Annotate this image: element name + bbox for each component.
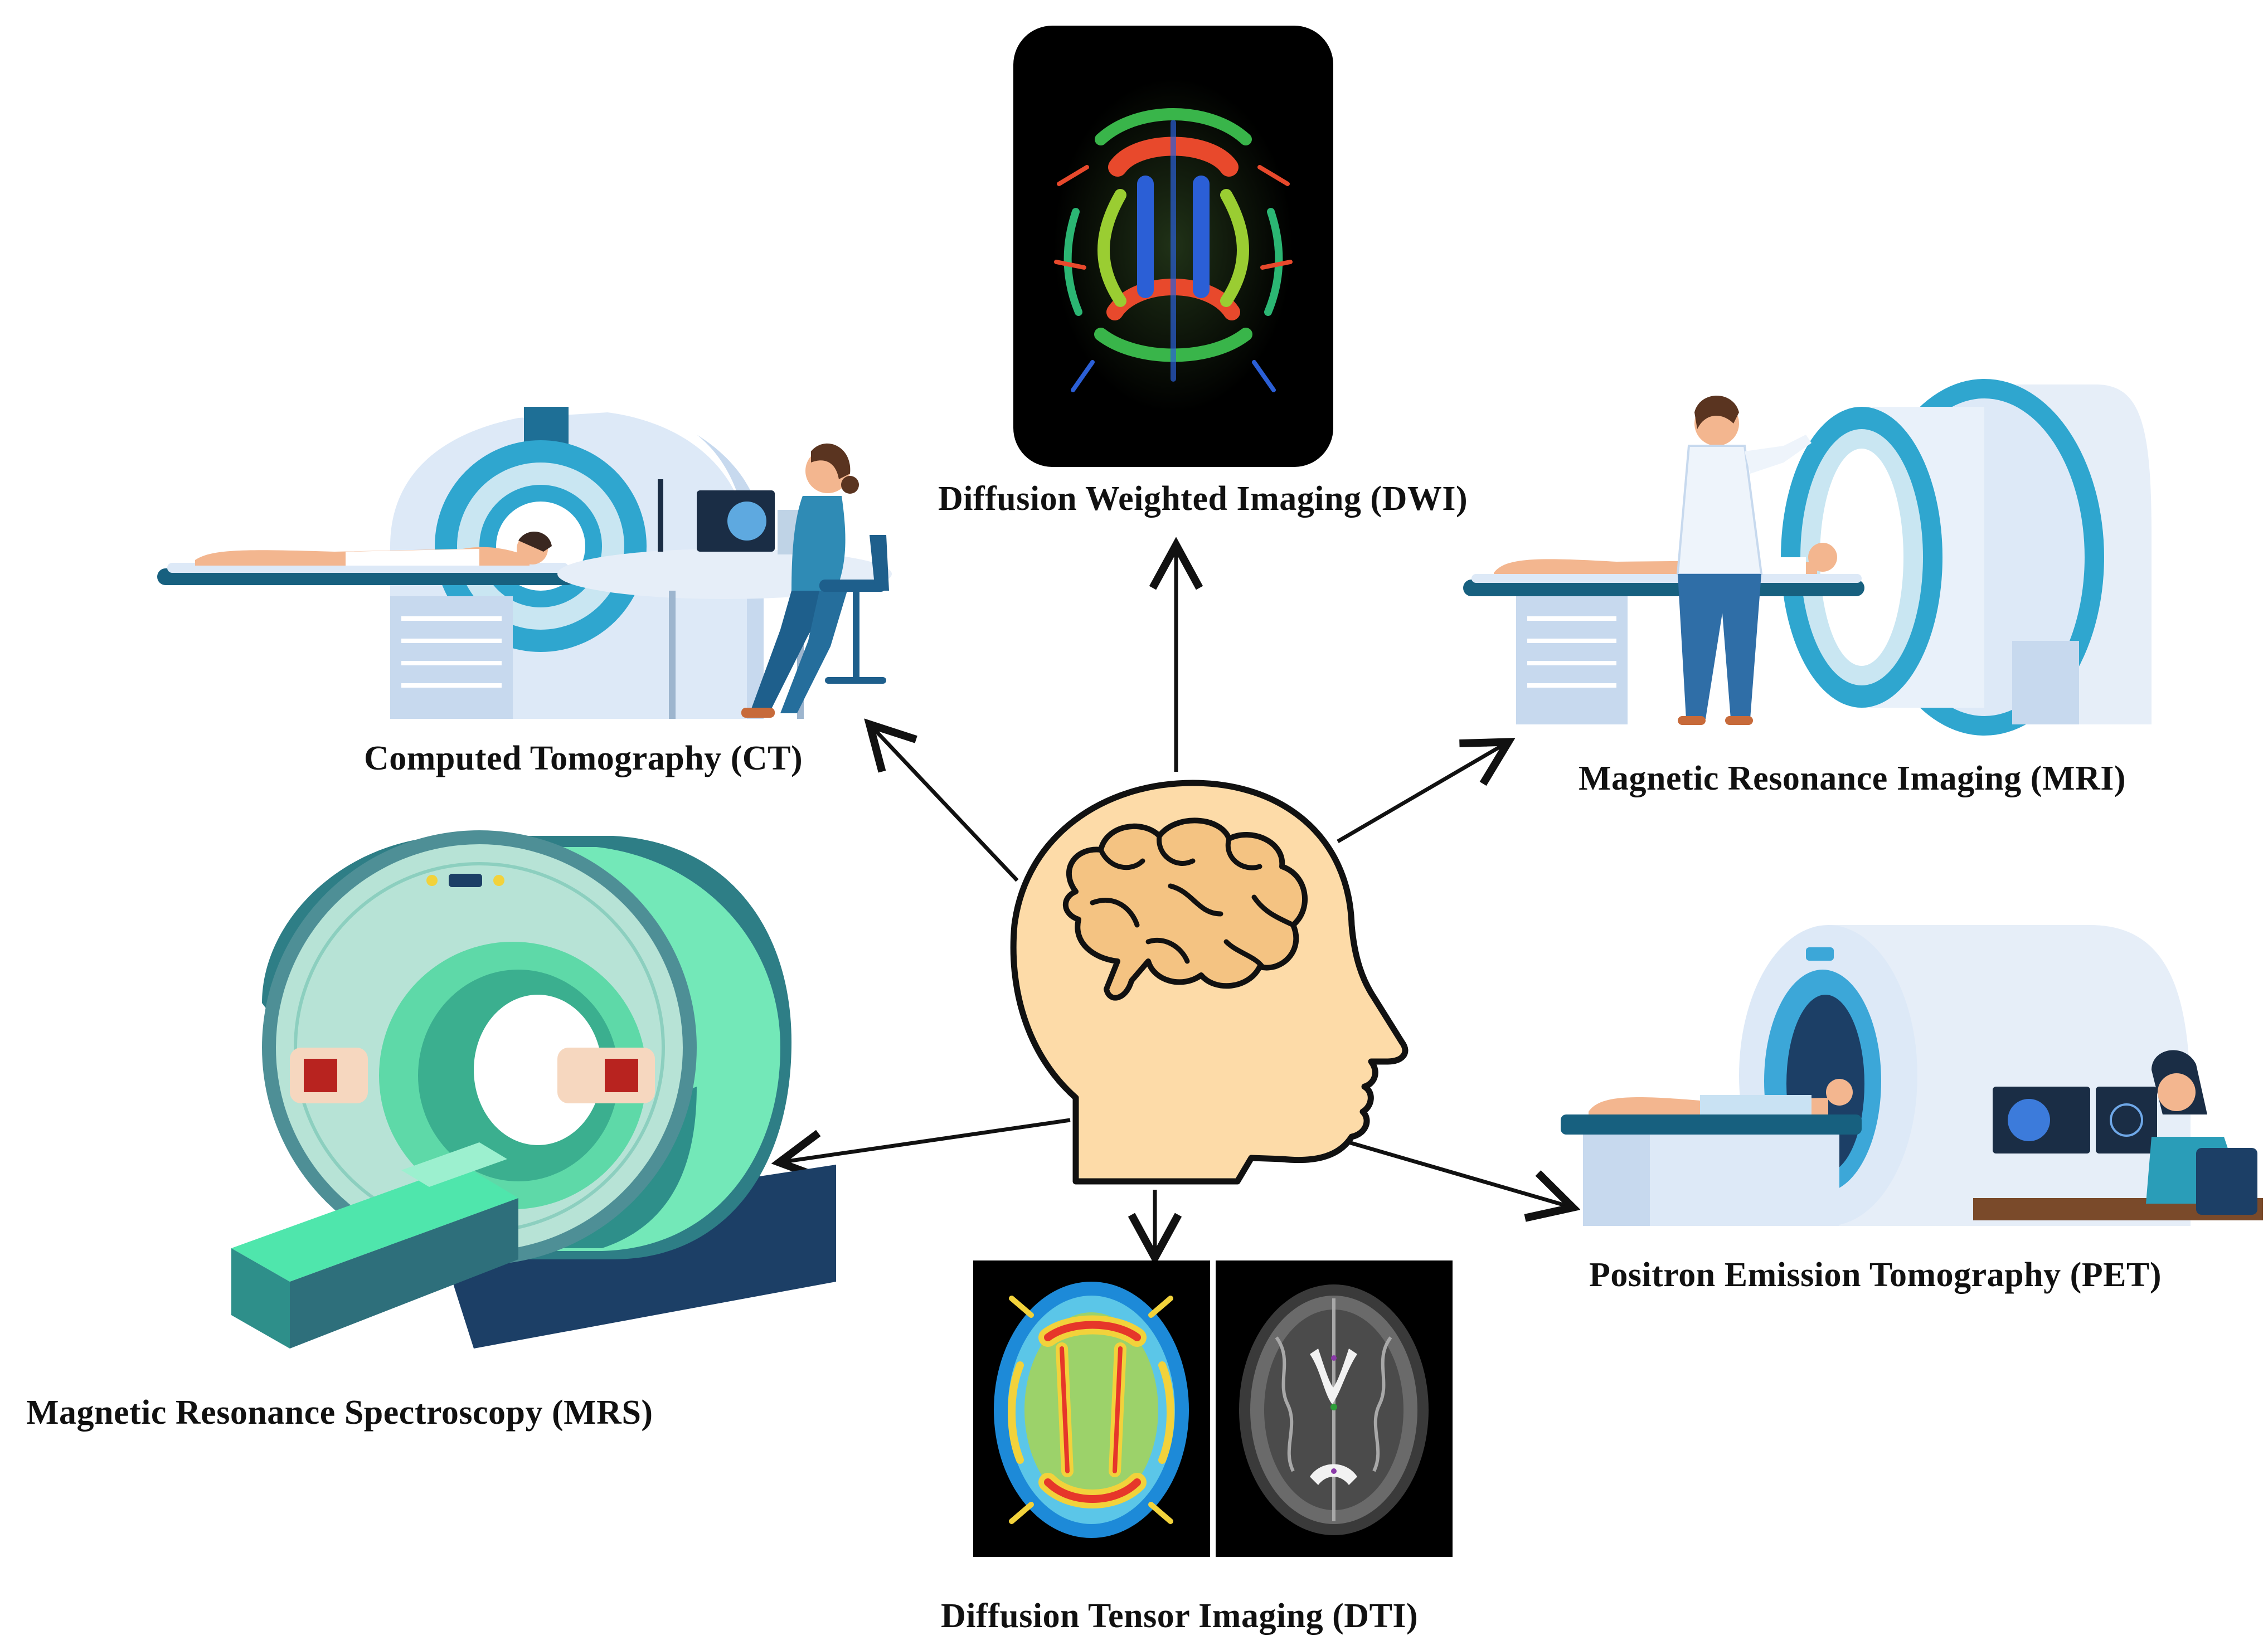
arrow-to-ct xyxy=(872,727,1019,882)
label-pet: Positron Emission Tomography (PET) xyxy=(1589,1256,2162,1294)
arrows xyxy=(783,549,1569,1254)
arrow-to-pet xyxy=(1348,1140,1569,1206)
pet-scanner-icon xyxy=(1561,925,2263,1226)
mri-scanner-icon xyxy=(1463,379,2152,736)
dwi-image xyxy=(1013,26,1333,467)
mrs-scanner-icon xyxy=(231,830,836,1349)
arrow-to-mrs xyxy=(783,1118,1071,1162)
dti-color-map xyxy=(994,1282,1189,1538)
label-dwi: Diffusion Weighted Imaging (DWI) xyxy=(938,480,1468,518)
label-mrs: Magnetic Resonance Spectroscopy (MRS) xyxy=(26,1394,653,1432)
label-dti: Diffusion Tensor Imaging (DTI) xyxy=(941,1597,1419,1635)
label-mri: Magnetic Resonance Imaging (MRI) xyxy=(1579,760,2126,797)
dti-images xyxy=(973,1260,1453,1557)
dti-grayscale-map xyxy=(1239,1284,1429,1535)
ct-scanner-icon xyxy=(157,407,892,719)
arrow-to-mri xyxy=(1337,744,1505,844)
head-brain-icon xyxy=(1010,780,1409,1185)
label-ct: Computed Tomography (CT) xyxy=(364,739,803,777)
